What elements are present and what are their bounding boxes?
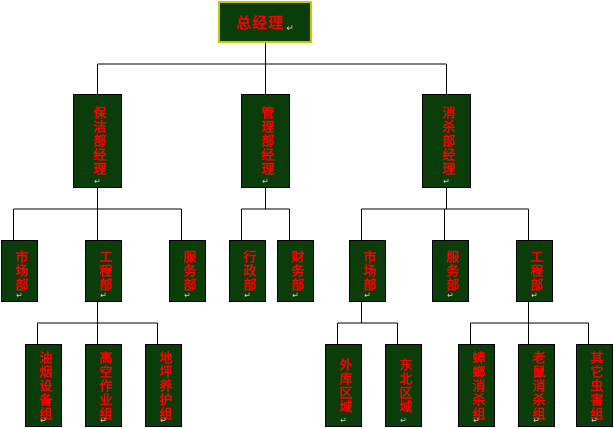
paragraph-mark-icon: ↵ <box>473 416 480 425</box>
node-market-outer-region-label: 外库区域 <box>336 357 352 414</box>
node-clean-engineering: 工程部 ↵ <box>85 240 122 302</box>
paragraph-mark-icon: ↵ <box>447 291 454 300</box>
node-admin-manager-label: 管理部经理 <box>258 106 274 176</box>
paragraph-mark-icon: ↵ <box>400 416 407 425</box>
node-market-northeast-region: 东北区域 ↵ <box>385 344 422 427</box>
node-eng-highrise-group: 高空作业组 ↵ <box>85 344 122 427</box>
node-clean-engineering-label: 工程部 <box>96 250 112 292</box>
paragraph-mark-icon: ↵ <box>286 24 294 34</box>
node-pest-other-group-label: 其它虫害组 <box>587 350 603 421</box>
node-pest-rat-group: 老鼠消杀组 ↵ <box>518 344 555 427</box>
paragraph-mark-icon: ↵ <box>443 177 450 186</box>
node-admin-finance: 财务部 ↵ <box>277 240 314 302</box>
node-clean-market: 市场部 ↵ <box>1 240 38 302</box>
paragraph-mark-icon: ↵ <box>16 291 23 300</box>
paragraph-mark-icon: ↵ <box>94 177 101 186</box>
node-pest-other-group: 其它虫害组 ↵ <box>576 344 613 427</box>
paragraph-mark-icon: ↵ <box>591 416 598 425</box>
node-cleaning-manager-label: 保洁部经理 <box>90 106 106 176</box>
node-pest-engineering-label: 工程部 <box>527 250 543 292</box>
node-pest-service-label: 服务部 <box>443 250 459 292</box>
paragraph-mark-icon: ↵ <box>244 291 251 300</box>
node-pest-service: 服务部 ↵ <box>432 240 469 302</box>
paragraph-mark-icon: ↵ <box>262 177 269 186</box>
node-pest-manager: 消杀部经理 ↵ <box>422 94 471 188</box>
node-clean-service-label: 服务部 <box>180 250 196 292</box>
paragraph-mark-icon: ↵ <box>160 416 167 425</box>
paragraph-mark-icon: ↵ <box>100 291 107 300</box>
node-eng-floor-group: 地坪养护组 ↵ <box>145 344 182 427</box>
node-admin-office: 行政部 ↵ <box>229 240 266 302</box>
paragraph-mark-icon: ↵ <box>184 291 191 300</box>
paragraph-mark-icon: ↵ <box>292 291 299 300</box>
node-pest-cockroach-group: 蟑螂消杀组 ↵ <box>458 344 495 427</box>
node-ceo-label: 总经理 <box>236 13 285 32</box>
node-cleaning-manager: 保洁部经理 ↵ <box>73 94 122 188</box>
paragraph-mark-icon: ↵ <box>531 291 538 300</box>
node-market-outer-region: 外库区域 ↵ <box>325 344 362 427</box>
node-clean-market-label: 市场部 <box>12 250 28 292</box>
node-clean-service: 服务部 ↵ <box>169 240 206 302</box>
paragraph-mark-icon: ↵ <box>364 291 371 300</box>
node-pest-engineering: 工程部 ↵ <box>516 240 553 302</box>
node-eng-highrise-group-label: 高空作业组 <box>96 350 112 421</box>
node-pest-market-label: 市场部 <box>360 250 376 292</box>
node-eng-hood-group: 油烟设备组 ↵ <box>25 344 62 427</box>
node-pest-rat-group-label: 老鼠消杀组 <box>529 350 545 421</box>
paragraph-mark-icon: ↵ <box>340 416 347 425</box>
node-admin-manager: 管理部经理 ↵ <box>241 94 290 188</box>
node-pest-market: 市场部 ↵ <box>349 240 386 302</box>
node-admin-office-label: 行政部 <box>240 250 256 292</box>
node-eng-floor-group-label: 地坪养护组 <box>156 350 172 421</box>
node-admin-finance-label: 财务部 <box>288 250 304 292</box>
node-eng-hood-group-label: 油烟设备组 <box>36 350 52 421</box>
node-pest-manager-label: 消杀部经理 <box>439 106 455 176</box>
node-market-northeast-region-label: 东北区域 <box>396 357 412 414</box>
paragraph-mark-icon: ↵ <box>40 416 47 425</box>
node-pest-cockroach-group-label: 蟑螂消杀组 <box>469 350 485 421</box>
node-ceo: 总经理 ↵ <box>218 1 312 43</box>
paragraph-mark-icon: ↵ <box>100 416 107 425</box>
paragraph-mark-icon: ↵ <box>533 416 540 425</box>
